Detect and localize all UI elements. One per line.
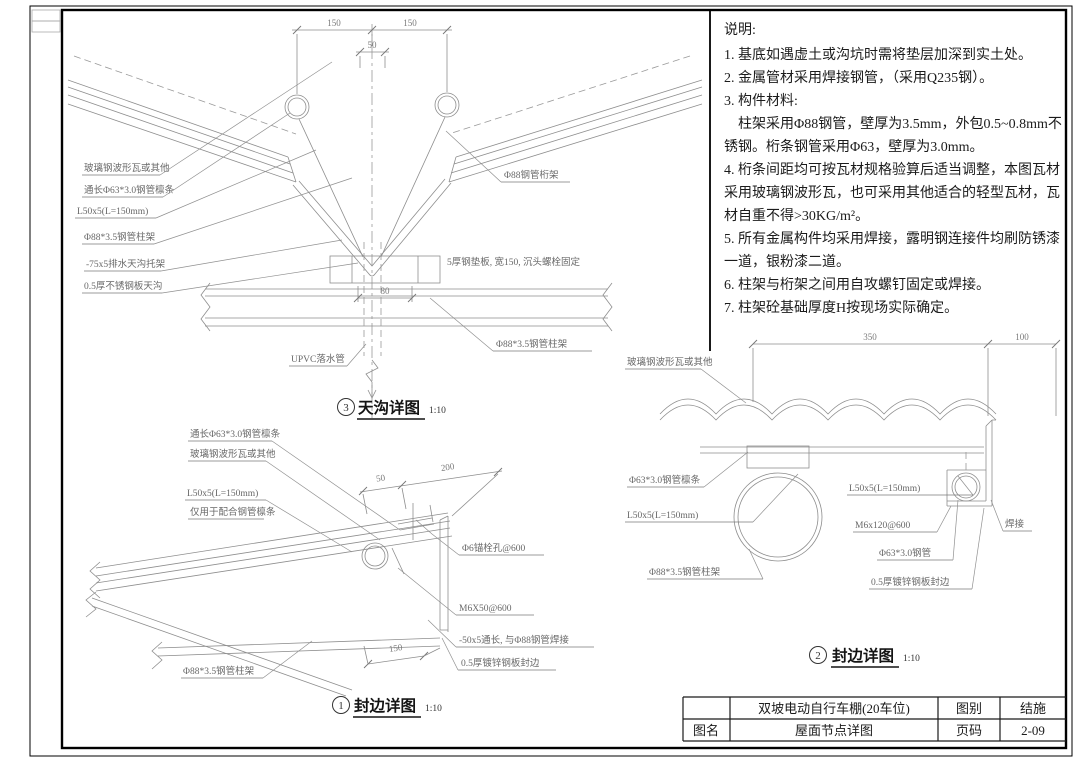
gutter-labels-right: Φ88钢管桁架 Φ88*3.5钢管柱架 5厚钢垫板, 宽150, 沉头螺栓固定 … [289,130,592,367]
notes-panel: 说明: 1. 基底如遇虚土或沟坑时需将垫层加深到实土处。 2. 金属管材采用焊接… [724,22,1062,316]
detail-scale: 1:10 [903,654,920,664]
label-anchor: Φ6锚栓孔@600 [462,542,525,554]
detail-number: 3 [343,402,349,414]
label-truss: Φ88钢管桁架 [504,169,559,181]
detail-edge1-caption: 1 封边详图 1:10 [332,696,442,718]
edge2-dimensions: 350 100 [748,332,1061,416]
dim-100: 100 [1015,332,1029,342]
binding-mark [31,9,61,22]
pad-plate-rect [329,255,441,284]
label-column-right: Φ88*3.5钢管柱架 [496,338,568,350]
label-purlin: 通长Φ63*3.0钢管檩条 [190,428,281,440]
note-line: 柱架采用Φ88钢管，壁厚为3.5mm，外包0.5~0.8mm不 [738,116,1062,132]
label-angle: L50x5(L=150mm) [187,488,258,499]
valley-gutter [292,116,452,277]
note-line: 3. 构件材料: [724,93,798,109]
detail-edge1-drawing: 50 200 150 通长Φ63*3.0钢管檩条 玻璃钢波形瓦或其他 L50x5… [85,428,594,718]
label-bolt: M6x120@600 [855,521,910,531]
note-line: 锈钢。桁条钢管采用Φ63，壁厚为3.0mm。 [724,138,984,155]
label-angle-right: L50x5(L=150mm) [849,483,920,494]
label-purlin: 通长Φ63*3.0钢管檩条 [84,184,175,196]
detail-scale: 1:10 [429,406,446,416]
detail-gutter-drawing: 150 150 50 80 玻璃钢波形瓦或其他 通长Φ63*3.0钢管檩条 L5… [67,18,703,420]
purlin-pipe-section [284,92,460,120]
detail-title: 封边详图 [354,696,416,715]
detail-number: 2 [815,650,821,662]
label-purlin: Φ63*3.0钢管檩条 [629,474,701,486]
label-edge-plate: 0.5厚镀锌钢板封边 [461,657,540,669]
edge2-linework [659,398,997,562]
dimensions: 150 150 50 80 [292,18,452,303]
detail-number: 1 [338,700,344,712]
name-label: 图名 [693,723,719,738]
detail-edge2-drawing: 350 100 玻璃钢波形瓦或其他 Φ63*3.0钢管檩条 L50x5(L=15… [625,332,1061,668]
dim-150: 150 [388,642,403,654]
page-number: 2-09 [1021,723,1045,738]
dim-150-left: 150 [327,18,341,28]
downpipe-lines [363,242,382,356]
note-line: 1. 基底如遇虚土或沟坑时需将垫层加深到实土处。 [724,46,1032,63]
detail-edge2-caption: 2 封边详图 1:10 [809,646,920,668]
binding-mark [31,20,61,33]
project-title: 双坡电动自行车棚(20车位) [758,701,910,716]
detail-gutter-caption: 3 天沟详图 1:10 [337,398,446,420]
label-bolt: M6X50@600 [459,604,512,614]
label-gutter-plate: 0.5厚不锈钢板天沟 [84,280,162,292]
detail-scale: 1:10 [425,704,442,714]
label-weld: 焊接 [1005,518,1025,530]
edge1-dimensions: 50 200 150 [358,461,503,669]
detail-title: 天沟详图 [358,398,420,417]
label-tile: 玻璃钢波形瓦或其他 [627,356,713,368]
label-edge-plate: 0.5厚镀锌钢板封边 [871,576,950,588]
dim-200: 200 [440,461,455,473]
border-frame [29,5,1073,757]
note-line: 6. 柱架与桁架之间用自攻螺钉固定或焊接。 [724,276,990,293]
drawing-name: 屋面节点详图 [795,723,873,738]
label-column: Φ88*3.5钢管柱架 [649,566,721,578]
label-downpipe: UPVC落水管 [291,353,345,365]
note-line: 5. 所有金属构件均采用焊接，露明钢连接件均刷防锈漆 [724,230,1060,247]
label-pipe: Φ63*3.0钢管 [879,547,931,559]
note-line: 材自重不得>30KG/m²。 [724,207,869,224]
dim-80: 80 [381,286,391,296]
dim-350: 350 [863,332,877,342]
beam-lines [200,242,613,399]
label-tile: 玻璃钢波形瓦或其他 [84,162,170,174]
note-line: 2. 金属管材采用焊接钢管，（采用Q235钢）。 [724,69,993,86]
label-angle-note: 仅用于配合钢管檩条 [190,506,276,518]
page-label: 页码 [956,723,982,738]
dim-150-right: 150 [403,18,417,28]
dim-50: 50 [375,472,386,483]
label-angle-left: L50x5(L=150mm) [627,510,698,521]
column-pipe-section [733,472,823,562]
gutter-labels-left: 玻璃钢波形瓦或其他 通长Φ63*3.0钢管檩条 L50x5(L=150mm) Φ… [75,61,359,294]
label-pad-plate: 5厚钢垫板, 宽150, 沉头螺栓固定 [447,256,581,268]
edge1-linework [85,503,453,697]
label-tile: 玻璃钢波形瓦或其他 [190,448,276,460]
detail-title: 封边详图 [832,646,894,665]
category-label: 图别 [956,701,982,716]
break-arrow [365,359,379,399]
label-column: Φ88*3.5钢管柱架 [84,231,156,243]
note-line: 采用玻璃钢波形瓦，也可采用其他适合的轻型瓦材，瓦 [724,184,1060,201]
note-line: 一道，银粉漆二道。 [724,254,850,270]
dim-50: 50 [368,40,378,50]
edge-purlin-section [951,472,981,502]
note-line: 4. 桁条间距均可按瓦材规格验算后适当调整，本图瓦材 [724,161,1060,178]
label-column: Φ88*3.5钢管柱架 [183,665,255,677]
edge1-labels: 通长Φ63*3.0钢管檩条 玻璃钢波形瓦或其他 L50x5(L=150mm) 仅… [181,428,594,679]
title-block: 双坡电动自行车棚(20车位) 图别 结施 图名 屋面节点详图 页码 2-09 [682,696,1066,742]
note-line: 7. 柱架砼基础厚度H按现场实际确定。 [724,299,958,316]
label-flat-bar: -50x5通长, 与Φ88钢管焊接 [459,634,569,646]
category-value: 结施 [1020,701,1046,716]
roof-slope-lines [67,55,703,183]
edge2-labels: 玻璃钢波形瓦或其他 Φ63*3.0钢管檩条 L50x5(L=150mm) Φ88… [625,356,1032,590]
label-angle: L50x5(L=150mm) [77,206,148,217]
notes-heading: 说明: [724,22,756,38]
label-gutter-support: -75x5排水天沟托架 [86,258,166,270]
